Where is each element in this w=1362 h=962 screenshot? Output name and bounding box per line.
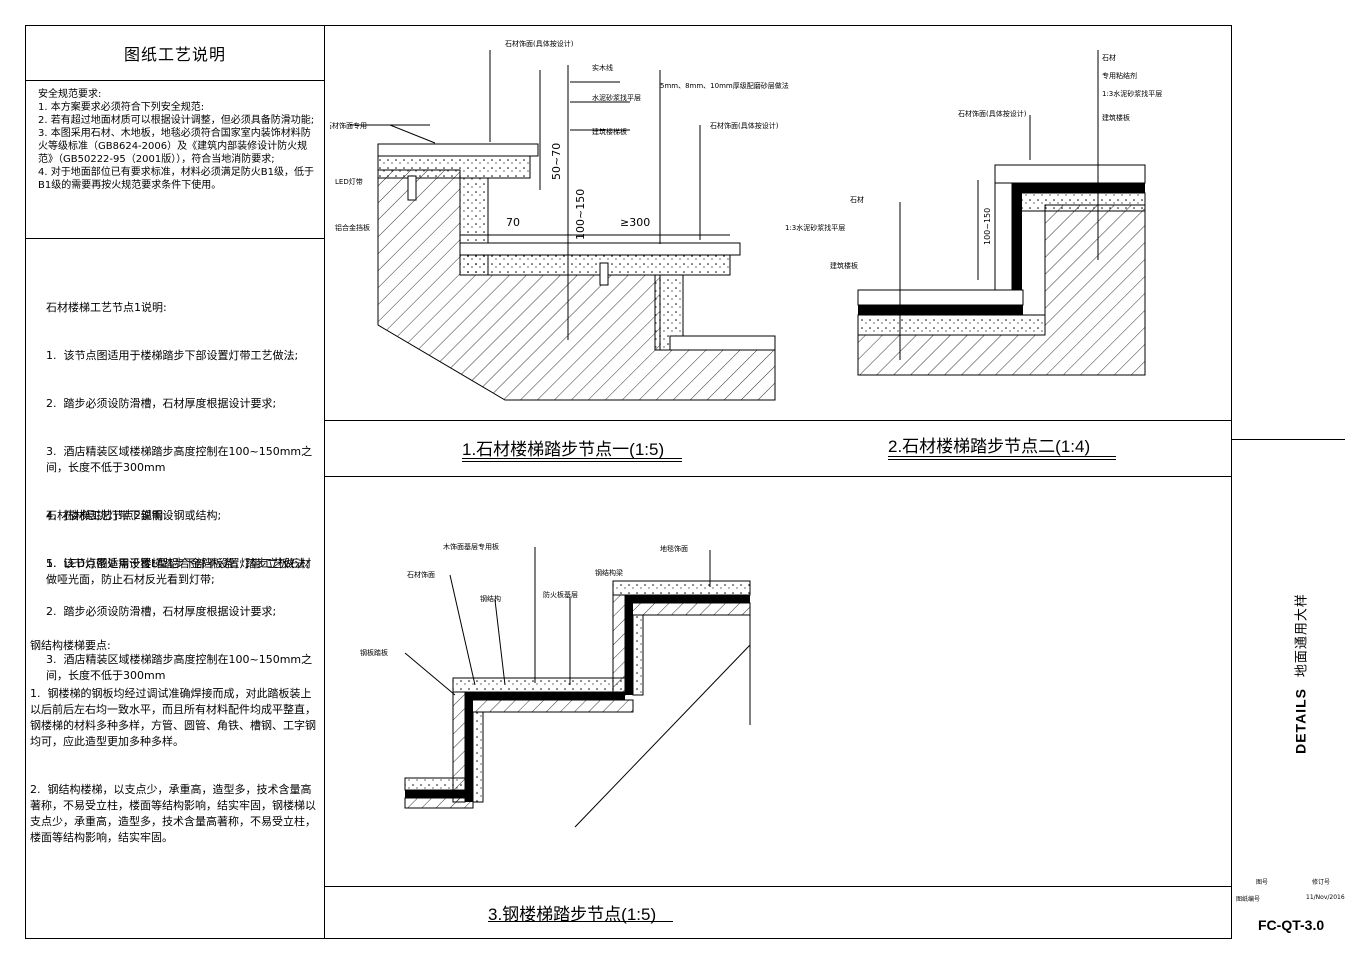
callout: 石材饰面(具体按设计) — [710, 121, 779, 130]
s1-item: 4. 石材悬挑灯带下部需设钢或结构; — [46, 509, 222, 522]
s1-heading: 石材楼梯工艺节点1说明: — [46, 301, 167, 314]
dim-label: 70 — [506, 216, 520, 229]
titleblock-divider-line — [1232, 439, 1345, 440]
callout: 地毯饰面 — [660, 544, 688, 553]
callout: 专用粘结剂 — [1102, 71, 1137, 80]
safety-item: 4. 对于地面部位已有要求标准，材料必须满足防火B1级，低于B1级的需要再按火规… — [38, 167, 314, 191]
callout: 1:3水泥砂浆找平层 — [1102, 89, 1162, 98]
side-title: DETAILS 地面通用大样 — [1291, 584, 1310, 764]
callout: 石材 — [1102, 53, 1116, 62]
drawing-number: FC-QT-3.0 — [1258, 917, 1325, 933]
safety-heading: 安全规范要求: — [38, 89, 102, 100]
stone-node1-notes: 石材楼梯工艺节点1说明: 1. 该节点图适用于楼梯踏步下部设置灯带工艺做法; 2… — [46, 268, 320, 604]
caption-underline — [462, 461, 682, 462]
titleblock-label-left2: 图纸编号 — [1236, 896, 1261, 903]
s2-heading: 石材楼梯工艺节点2说明: — [46, 509, 167, 522]
callout: 铝合金挡板 — [335, 223, 370, 232]
titleblock-date: 11/Nov/2016 — [1306, 894, 1345, 901]
callout: 水泥砂浆找平层 — [592, 93, 641, 102]
callout: 建筑楼梯板 — [592, 127, 627, 136]
callout: 防火板基层 — [543, 590, 578, 599]
steel-item: 1. 钢楼梯的钢板均经过调试准确焊接而成，对此踏板装上以后前后左右均一致水平，而… — [30, 687, 316, 748]
stone-node2-notes: 石材楼梯工艺节点2说明: 1. 该节点图适用于楼梯踏步下部不设置灯带工艺做法; … — [46, 476, 320, 700]
steel-item: 2. 钢结构楼梯，以支点少，承重高，造型多，技术含量高著称，不易受立柱，楼面等结… — [30, 783, 316, 844]
caption-underline — [462, 458, 682, 459]
callout: 1:3水泥砂浆找平层 — [785, 223, 845, 232]
safety-item: 2. 若有超过地面材质可以根据设计调整，但必须具备防滑功能; — [38, 115, 315, 126]
drawing-frame — [25, 25, 1232, 939]
caption-drawing-2: 2.石材楼梯踏步节点二(1:4) — [888, 437, 1091, 456]
caption-row-divider — [324, 476, 1232, 477]
s2-item: 1. 该节点图适用于楼梯踏步下部不设置灯带工艺做法; — [46, 557, 310, 570]
callout: 石材饰面 — [407, 570, 435, 579]
safety-notes: 安全规范要求: 1. 本方案要求必须符合下列安全规范: 2. 若有超过地面材质可… — [38, 88, 320, 192]
notes-safety-divider — [25, 238, 325, 239]
callout: 建筑楼板 — [1102, 113, 1130, 122]
dim-label: 100~150 — [574, 189, 587, 240]
callout: 5mm、8mm、10mm厚级配磨砂层做法 — [660, 81, 789, 90]
detail-drawing-2: 100~150 石材 专用粘结剂 1:3水泥砂浆找平层 建筑楼板 石材饰面(具体… — [785, 50, 1162, 376]
caption-underline — [488, 921, 673, 922]
dim-label: ≥300 — [620, 216, 650, 229]
callout: 建筑楼板 — [830, 261, 858, 270]
callout: 木饰面基层专用板 — [443, 542, 499, 551]
side-title-en: DETAILS — [1292, 688, 1309, 754]
s2-item: 3. 酒店精装区域楼梯踏步高度控制在100~150mm之间，长度不低于300mm — [46, 653, 313, 682]
top-row-divider — [324, 420, 1232, 421]
detail-drawing-1: 50~70 100~150 70 ≥300 石材饰面(具体按设计) 实木线 水泥… — [330, 39, 789, 401]
safety-item: 1. 本方案要求必须符合下列安全规范: — [38, 102, 205, 113]
side-title-cn: 地面通用大样 — [1294, 593, 1310, 678]
bottom-row-divider — [324, 886, 1232, 887]
caption-drawing-3: 3.钢楼梯踏步节点(1:5) — [488, 905, 657, 924]
s1-item: 2. 踏步必须设防滑槽，石材厚度根据设计要求; — [46, 397, 277, 410]
steel-heading: 钢结构楼梯要点: — [30, 639, 111, 652]
callout: 钢板踏板 — [360, 648, 388, 657]
notes-title-divider — [25, 80, 325, 81]
callout: 石材饰面(具体按设计) — [505, 39, 574, 48]
notes-title: 图纸工艺说明 — [123, 45, 226, 64]
callout: 钢结构梁 — [595, 568, 623, 577]
safety-item: 3. 本图采用石材、木地板，地毯必须符合国家室内装饰材料防火等级标准（GB862… — [38, 128, 311, 165]
caption-underline — [888, 459, 1116, 460]
s1-item: 1. 该节点图适用于楼梯踏步下部设置灯带工艺做法; — [46, 349, 299, 362]
s1-item: 3. 酒店精装区域楼梯踏步高度控制在100~150mm之间，长度不低于300mm — [46, 445, 313, 474]
titleblock-label-right: 修订号 — [1312, 879, 1331, 886]
callout: 钢结构 — [480, 594, 501, 603]
titleblock-label-left: 图号 — [1256, 879, 1269, 886]
detail-drawing-3: 木饰面基层专用板 地毯饰面 石材饰面 钢结构 防火板基层 钢板踏板 钢结构梁 — [360, 542, 751, 828]
callout: 石材饰面(具体按设计) — [958, 109, 1027, 118]
steel-notes: 钢结构楼梯要点: 1. 钢楼梯的钢板均经过调试准确焊接而成，对此踏板装上以后前后… — [30, 606, 320, 862]
notes-column-divider — [324, 25, 325, 939]
dim-label: 50~70 — [550, 143, 563, 180]
caption-underline — [888, 456, 1116, 457]
s1-item: 5. LED灯带处需设置L型铝合金挡板条，踏步立板石材做哑光面，防止石材反光看到… — [46, 557, 312, 586]
callout: LED灯带 — [335, 177, 363, 186]
callout: 实木线 — [592, 63, 613, 72]
callout: 石材 — [850, 195, 864, 204]
caption-drawing-1: 1.石材楼梯踏步节点一(1:5) — [462, 440, 665, 459]
dim-label: 100~150 — [983, 208, 992, 245]
callout: 石材饰面专用 — [330, 121, 367, 130]
s2-item: 2. 踏步必须设防滑槽，石材厚度根据设计要求; — [46, 605, 277, 618]
